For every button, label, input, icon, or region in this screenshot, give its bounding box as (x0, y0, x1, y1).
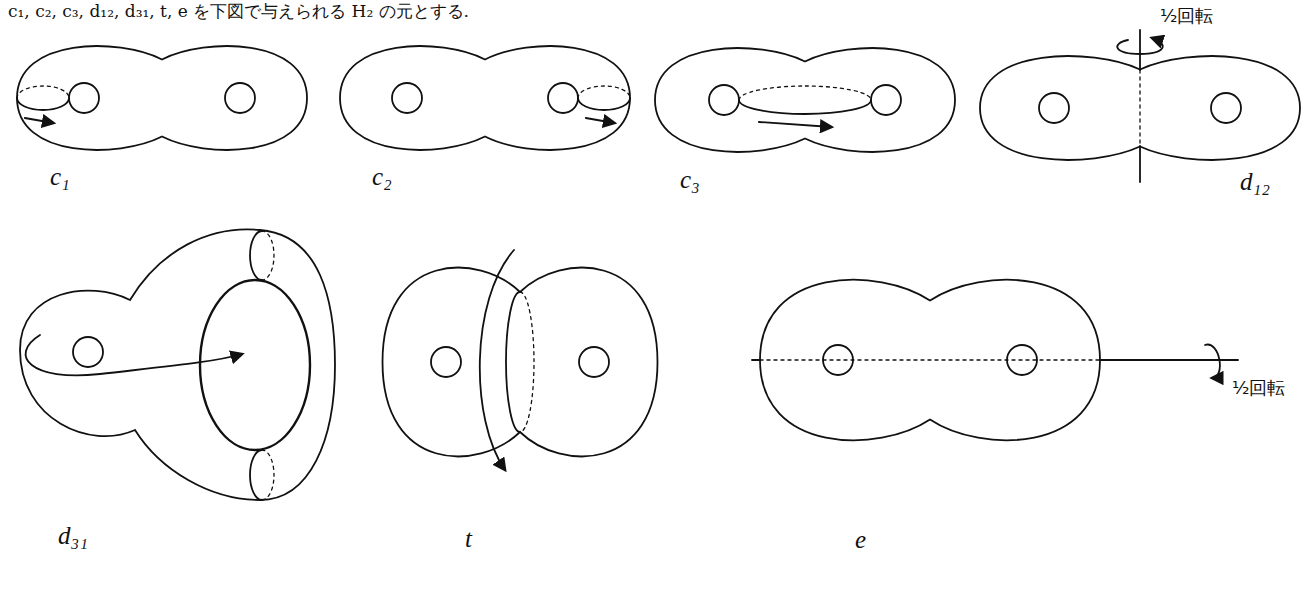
genus-two-surface (655, 48, 955, 152)
rotation-axis (752, 359, 760, 361)
genus-two-surface (383, 268, 658, 457)
handle-hole (200, 280, 310, 450)
genus-two-surface (760, 280, 1100, 441)
curve-front (250, 450, 262, 500)
curve-back (520, 292, 534, 432)
handle-hole (392, 83, 422, 113)
handle-hole (225, 83, 255, 113)
curve-back (739, 86, 871, 100)
genus-two-surface (340, 46, 630, 150)
handle-hole (1039, 93, 1069, 123)
element-label: d₃₁ (58, 522, 88, 550)
genus-two-surface (17, 46, 307, 150)
handle-hole (548, 83, 578, 113)
rotation-axis (1139, 70, 1140, 146)
genus-two-surface (20, 229, 335, 500)
element-label: e (855, 526, 866, 554)
element-label: t (465, 525, 472, 553)
curve-back (262, 450, 274, 500)
rotation-axis (1100, 359, 1238, 361)
twist-arrow (26, 335, 242, 375)
direction-arrow (25, 118, 54, 123)
element-label: d₁₂ (1240, 168, 1270, 196)
rotation-note: ½回転 (1160, 6, 1213, 26)
statement-text: c₁, c₂, c₃, d₁₂, d₃₁, t, e を下図で与えられる H₂ … (8, 2, 469, 21)
handle-hole (709, 85, 739, 115)
rotation-arrow (1117, 38, 1163, 54)
twist-arrow (480, 250, 514, 470)
direction-arrow (586, 118, 615, 123)
rotation-axis (1139, 30, 1141, 70)
direction-arrow (759, 122, 832, 127)
handle-hole (579, 347, 609, 377)
element-label: c₃ (680, 166, 700, 194)
handle-hole (1211, 93, 1241, 123)
curve-front (17, 98, 69, 110)
handle-hole (69, 83, 99, 113)
curve-back (17, 86, 69, 98)
curve-front (506, 292, 520, 432)
rotation-arrow (1205, 345, 1220, 378)
genus-two-surface (980, 56, 1300, 160)
rotation-axis (1139, 146, 1141, 182)
curve-front (578, 98, 630, 110)
element-label: c₁ (50, 163, 70, 191)
handle-hole (73, 337, 103, 367)
handle-hole (431, 347, 461, 377)
curve-back (262, 231, 274, 280)
curve-front (250, 231, 262, 280)
handle-hole (871, 85, 901, 115)
curve-back (578, 86, 630, 98)
element-label: c₂ (372, 163, 392, 191)
curve-front (739, 100, 871, 114)
rotation-note: ½回転 (1232, 378, 1285, 398)
rotation-axis (760, 359, 1100, 360)
